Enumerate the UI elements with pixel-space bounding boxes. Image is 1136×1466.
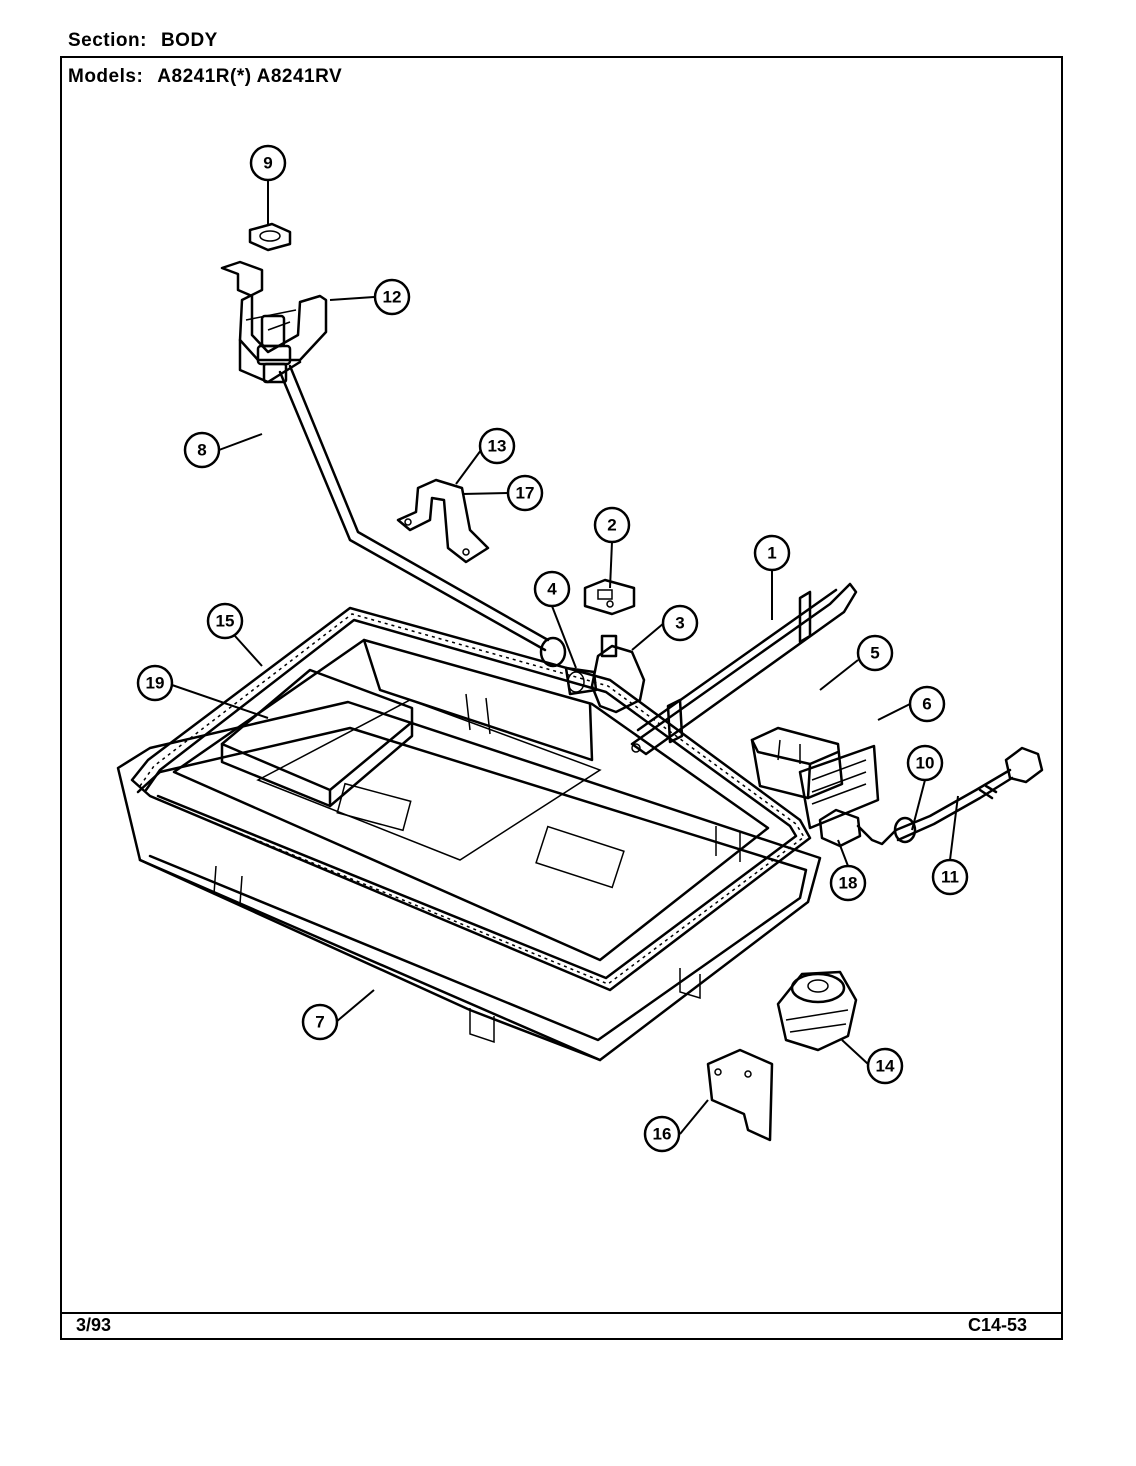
models-label: Models: — [68, 66, 144, 87]
svg-text:14: 14 — [876, 1057, 895, 1076]
svg-text:6: 6 — [922, 695, 931, 714]
svg-text:1: 1 — [767, 544, 776, 563]
svg-text:4: 4 — [547, 580, 557, 599]
svg-text:10: 10 — [916, 754, 935, 773]
part-bracket — [220, 260, 328, 384]
svg-text:12: 12 — [383, 288, 402, 307]
callout-2: 2 — [593, 506, 631, 544]
callout-16: 16 — [643, 1115, 681, 1153]
callout-13: 13 — [478, 427, 516, 465]
svg-text:3: 3 — [675, 614, 684, 633]
part-strap-bracket — [396, 478, 490, 564]
part-plate — [583, 578, 636, 616]
callout-11: 11 — [931, 858, 969, 896]
svg-text:9: 9 — [263, 154, 272, 173]
callout-12: 12 — [373, 278, 411, 316]
footer-code: C14-53 — [968, 1315, 1028, 1335]
diagram-frame — [60, 56, 1063, 1340]
svg-text:8: 8 — [197, 441, 206, 460]
footer-date: 3/93 — [76, 1315, 112, 1335]
part-rail — [630, 582, 858, 756]
models-value: A8241R(*) A8241RV — [157, 66, 343, 87]
svg-text:16: 16 — [653, 1125, 672, 1144]
part-mount-bracket — [706, 1048, 774, 1142]
callout-4: 4 — [533, 570, 571, 608]
svg-text:17: 17 — [516, 484, 535, 503]
leader-lines — [171, 180, 959, 1135]
svg-text:5: 5 — [870, 644, 879, 663]
svg-text:18: 18 — [839, 874, 858, 893]
callout-17: 17 — [506, 474, 544, 512]
footer-rule — [60, 1312, 1063, 1314]
part-switch — [750, 726, 880, 830]
section-value: BODY — [160, 30, 218, 51]
part-fitting-tube — [256, 314, 567, 668]
section-label: Section: — [68, 30, 147, 51]
part-nut — [248, 222, 292, 252]
callout-19: 19 — [136, 664, 174, 702]
models-line: Models: A8241R(*) A8241RV — [68, 66, 342, 88]
svg-text:2: 2 — [607, 516, 616, 535]
part-motor — [776, 970, 858, 1052]
callout-1: 1 — [753, 534, 791, 572]
svg-text:11: 11 — [941, 868, 959, 887]
callout-3: 3 — [661, 604, 699, 642]
callout-15: 15 — [206, 602, 244, 640]
callout-10: 10 — [906, 744, 944, 782]
callout-8: 8 — [183, 431, 221, 469]
callout-14: 14 — [866, 1047, 904, 1085]
callout-7: 7 — [301, 1003, 339, 1041]
part-tub-base — [116, 606, 822, 1062]
svg-text:13: 13 — [488, 437, 507, 456]
callout-5: 5 — [856, 634, 894, 672]
callout-9: 9 — [249, 144, 287, 182]
callout-6: 6 — [908, 685, 946, 723]
svg-text:7: 7 — [315, 1013, 324, 1032]
svg-text:15: 15 — [216, 612, 235, 631]
callout-18: 18 — [829, 864, 867, 902]
svg-text:19: 19 — [146, 674, 165, 693]
section-line: Section: BODY — [68, 30, 218, 52]
